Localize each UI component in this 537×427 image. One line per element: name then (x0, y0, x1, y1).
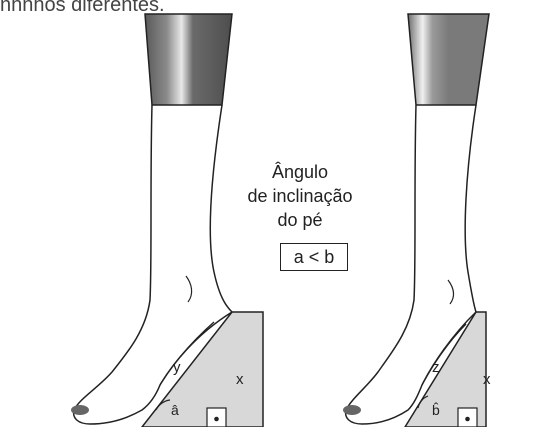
right-angle-arc (417, 395, 429, 409)
left-right-angle-dot (214, 416, 219, 422)
inequality-box: a < b (280, 243, 348, 271)
right-ankle-mark (447, 279, 455, 305)
caption-line-1: Ângulo (271, 162, 329, 182)
left-pant-leg (144, 13, 233, 106)
left-toe-nail (71, 405, 89, 415)
left-angle-arc (155, 399, 171, 411)
left-wedge (141, 311, 264, 427)
right-heel-outline (464, 104, 477, 313)
left-foot-figure: y x â (71, 13, 264, 427)
right-slope-label: z (432, 359, 440, 376)
right-pant-leg (407, 13, 490, 106)
left-slope-label: y (173, 359, 181, 376)
right-right-angle-dot (465, 416, 470, 422)
left-heel-outline (209, 104, 233, 313)
left-angle-label: â (171, 402, 179, 418)
angle-caption: Ângulo de inclinação do pé (240, 160, 360, 232)
right-toe-nail (343, 405, 361, 415)
right-arch-line (421, 323, 467, 386)
right-angle-label: b̂ (432, 402, 440, 418)
header-text-fragment: nhnhos diferentes. (0, 0, 165, 16)
caption-line-2: de inclinação (247, 186, 353, 206)
right-foot-figure: z x b̂ (343, 13, 491, 427)
right-height-label: x (483, 371, 491, 388)
left-arch-line (159, 321, 215, 386)
left-leg-outline (72, 104, 233, 425)
left-ankle-mark (185, 275, 193, 303)
left-height-label: x (236, 371, 244, 388)
right-wedge (404, 311, 487, 427)
caption-line-3: do pé (277, 210, 323, 230)
